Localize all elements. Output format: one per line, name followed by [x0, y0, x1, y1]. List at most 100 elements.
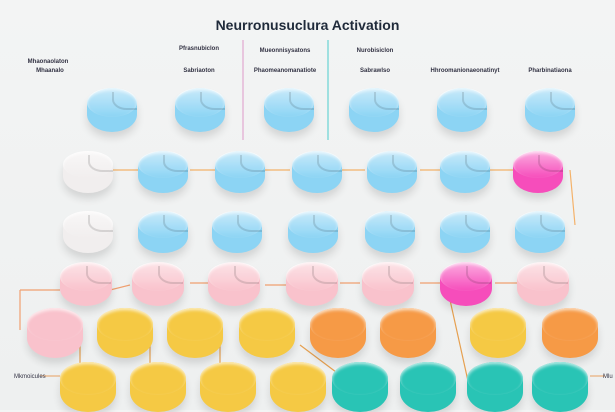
pill-top	[332, 362, 388, 395]
pill-blue	[349, 88, 399, 132]
score-line	[86, 266, 112, 284]
pill-blue	[87, 88, 137, 132]
column-sub-label: Sabrawlso	[359, 68, 391, 74]
score-line	[88, 215, 113, 232]
pill-blue	[525, 88, 575, 132]
pill-blue	[264, 88, 314, 132]
pill-blue	[138, 151, 188, 193]
capsule-cup-orange	[310, 308, 366, 358]
capsule-cup-yellow	[60, 362, 116, 412]
pill-top	[60, 362, 116, 395]
capsule-cup-orange	[542, 308, 598, 358]
pill-top	[270, 362, 326, 395]
pill-top	[532, 362, 588, 395]
pill-blue	[175, 88, 225, 132]
pill-blue	[440, 151, 490, 193]
pill-pink	[362, 262, 414, 306]
capsule-cup-orange	[380, 308, 436, 358]
pill-blue	[365, 211, 415, 253]
score-line	[392, 155, 417, 172]
pill-top	[200, 362, 256, 395]
pill-top	[470, 308, 526, 341]
page-title: Neurronusuclura Activation	[215, 17, 400, 33]
score-line	[200, 92, 225, 110]
pill-white	[63, 211, 113, 253]
column-sub-label: Mhaanalo	[36, 68, 64, 74]
connector-line	[327, 40, 329, 140]
column-sub-label: Hhroomanionaeonatinyt	[430, 68, 500, 74]
pill-blue	[212, 211, 262, 253]
score-line	[465, 215, 490, 232]
score-line	[540, 215, 565, 232]
capsule-cup-yellow	[470, 308, 526, 358]
pill-top	[400, 362, 456, 395]
score-line	[234, 266, 260, 284]
pill-pink	[517, 262, 569, 306]
score-line	[312, 266, 338, 284]
pill-blue	[440, 211, 490, 253]
pill-blue	[288, 211, 338, 253]
pill-blue	[138, 211, 188, 253]
connector-line	[242, 40, 244, 140]
capsule-cup-yellow	[130, 362, 186, 412]
pill-top	[239, 308, 295, 341]
column-heading: Pfrasnubiclon	[178, 46, 220, 52]
score-line	[550, 92, 575, 110]
score-line	[466, 266, 492, 284]
pill-magenta	[440, 262, 492, 306]
pill-pink	[132, 262, 184, 306]
pill-pink	[286, 262, 338, 306]
pill-top	[380, 308, 436, 341]
column-sub-label: Pharbinatiaona	[528, 68, 572, 74]
pill-blue	[292, 151, 342, 193]
column-heading: Mueonnisysatons	[259, 48, 311, 54]
pill-blue	[367, 151, 417, 193]
capsule-cup-teal	[532, 362, 588, 412]
score-line	[289, 92, 314, 110]
capsule-cup-teal	[400, 362, 456, 412]
column-heading: Nurobisiclon	[356, 48, 394, 54]
score-line	[163, 155, 188, 172]
column-sub-label: Phaomeanomanatiote	[253, 68, 317, 74]
pill-top	[27, 308, 83, 341]
pill-top	[167, 308, 223, 341]
capsule-cup-teal	[332, 362, 388, 412]
score-line	[313, 215, 338, 232]
capsule-cup-yellow	[270, 362, 326, 412]
pill-pink	[60, 262, 112, 306]
pill-white	[63, 151, 113, 193]
capsule-cup-teal	[467, 362, 523, 412]
score-line	[112, 92, 137, 110]
column-sub-label: Sabriaoton	[183, 68, 215, 74]
capsule-cup-yellow	[200, 362, 256, 412]
side-label-left: Mkmoicules	[14, 374, 46, 380]
score-line	[538, 155, 563, 172]
capsule-cup-yellow	[239, 308, 295, 358]
score-line	[88, 155, 113, 172]
pill-blue	[215, 151, 265, 193]
score-line	[317, 155, 342, 172]
pill-top	[130, 362, 186, 395]
capsule-cup-pink	[27, 308, 83, 358]
score-line	[462, 92, 487, 110]
score-line	[158, 266, 184, 284]
capsule-cup-yellow	[97, 308, 153, 358]
score-line	[465, 155, 490, 172]
score-line	[163, 215, 188, 232]
pill-top	[97, 308, 153, 341]
capsule-cup-yellow	[167, 308, 223, 358]
pill-top	[310, 308, 366, 341]
score-line	[543, 266, 569, 284]
pill-pink	[208, 262, 260, 306]
pill-blue	[437, 88, 487, 132]
pill-magenta	[513, 151, 563, 193]
pill-top	[542, 308, 598, 341]
score-line	[237, 215, 262, 232]
pill-blue	[515, 211, 565, 253]
column-heading: Mhaonaolaton	[27, 59, 69, 65]
score-line	[374, 92, 399, 110]
score-line	[240, 155, 265, 172]
pill-top	[467, 362, 523, 395]
side-label-right: Mlu	[603, 374, 613, 380]
